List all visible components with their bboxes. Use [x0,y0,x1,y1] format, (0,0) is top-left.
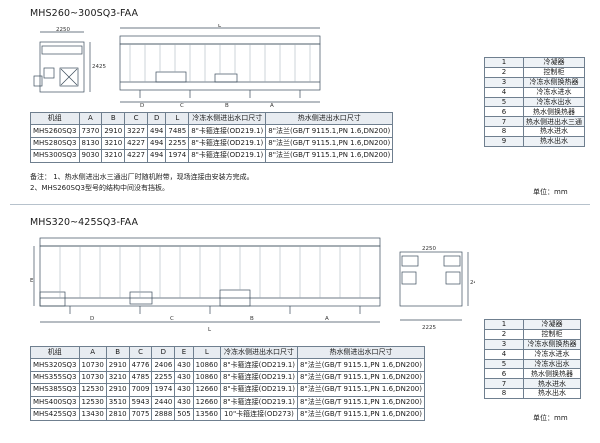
section2-unit: 单位：mm [533,414,568,422]
section1-note-1: 备注： 1、热水侧进出水三通出厂时随机附带，现场连接由安装方完成。 [30,173,254,181]
section2-title: MHS320~425SQ3-FAA [30,217,139,228]
dim-c-label: C [180,103,184,108]
section1-title: MHS260~300SQ3-FAA [30,8,139,19]
dim-2225-label: 2225 [422,325,436,331]
dim-2425-label: 2425 [92,64,106,70]
dim-2250-label-2: 2250 [422,246,436,252]
dim-l-label: L [218,24,222,29]
section1-drawing: 2250 2425 L D C B A [33,24,321,108]
dim-e-label-2: E [30,278,34,284]
dim-a-label-2: A [325,316,329,322]
section1-unit: 单位：mm [533,188,568,196]
dim-c-label-2: C [170,316,174,322]
section2-drawing: L E D C B A 2425 2225 2250 [30,237,475,333]
dim-2250-label: 2250 [56,27,70,33]
dim-a-label: A [270,103,274,108]
dim-b-label: B [225,103,229,108]
dim-d-label: D [140,103,144,108]
dim-d-label-2: D [90,316,94,322]
dim-l-label-2: L [208,327,212,333]
section-divider [10,204,590,205]
dim-b-label-2: B [250,316,254,322]
dim-2425-label-2: 2425 [470,280,475,286]
section1-note-2: 2、MHS260SQ3型号的结构中间没有挡板。 [30,184,169,192]
